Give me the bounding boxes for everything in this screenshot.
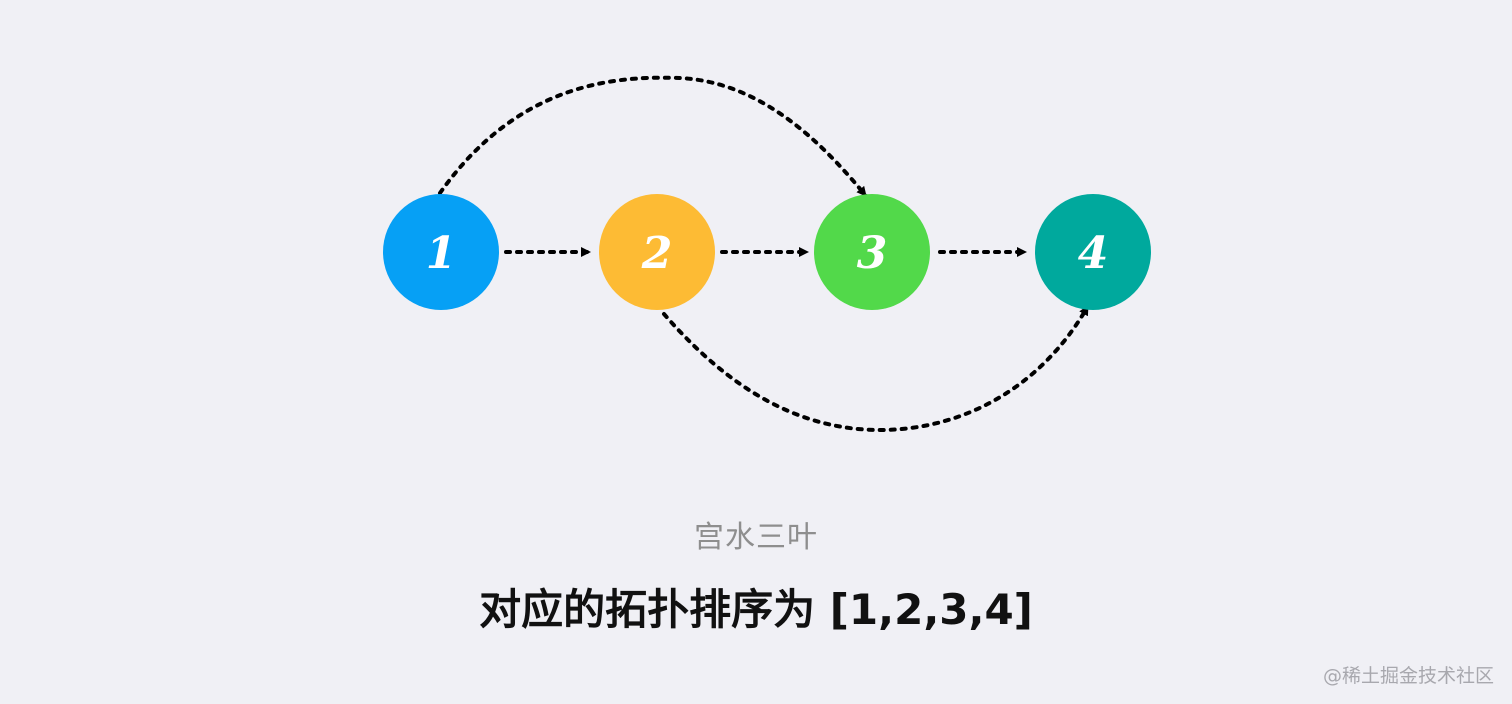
- edge-1-to-3: [438, 75, 868, 198]
- edge-2-to-4: [662, 304, 1090, 433]
- watermark: @稀土掘金技术社区: [1322, 665, 1494, 687]
- node-3-circle: [814, 194, 930, 310]
- node-1: 1: [383, 194, 499, 310]
- node-4-circle: [1035, 194, 1151, 310]
- node-1-circle: [383, 194, 499, 310]
- author-name: 宫水三叶: [694, 520, 818, 555]
- node-3: 3: [814, 194, 930, 310]
- node-2-label: 2: [641, 228, 673, 279]
- node-2-circle: [599, 194, 715, 310]
- node-1-label: 1: [426, 228, 457, 279]
- node-2: 2: [599, 194, 715, 310]
- node-4-label: 4: [1078, 228, 1109, 279]
- node-3-label: 3: [857, 228, 888, 279]
- diagram-caption: 对应的拓扑排序为 [1,2,3,4]: [479, 585, 1033, 634]
- node-4: 4: [1035, 194, 1151, 310]
